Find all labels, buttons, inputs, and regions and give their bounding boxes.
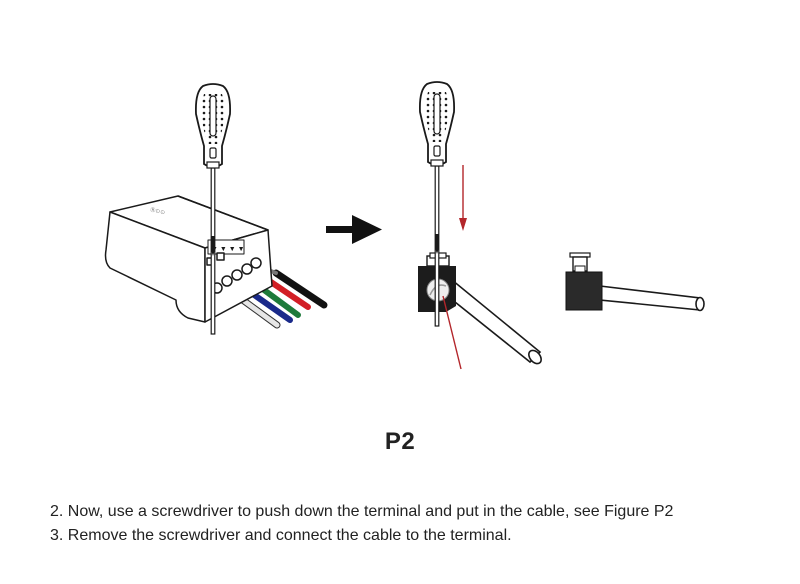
connected-terminal-scene [565, 252, 705, 312]
instruction-list: 2. Now, use a screwdriver to push down t… [50, 500, 673, 548]
wire-blue [247, 289, 293, 323]
pointer-line [442, 295, 462, 370]
figure-caption: P2 [384, 428, 416, 455]
cable-icon [599, 285, 705, 312]
down-arrow-icon [459, 165, 467, 231]
controller-scene: Ⓡ⊙⊙ ▼ ▼ ▼ ▼ [104, 83, 328, 335]
wire-black [272, 269, 328, 309]
terminal-block-icon [565, 252, 603, 311]
screwdriver-icon [418, 81, 456, 327]
push-terminal-scene [418, 81, 542, 370]
svg-text:▼ ▼ ▼ ▼: ▼ ▼ ▼ ▼ [211, 246, 245, 253]
controller-label: Ⓡ⊙⊙ [150, 206, 166, 216]
wire-red [265, 277, 311, 310]
instruction-illustration: Ⓡ⊙⊙ ▼ ▼ ▼ ▼ [104, 81, 705, 370]
wire-green [257, 284, 301, 318]
instruction-step: 3. Remove the screwdriver and connect th… [50, 527, 512, 544]
instruction-step: 2. Now, use a screwdriver to push down t… [50, 503, 674, 520]
screwdriver-icon [194, 83, 232, 335]
right-arrow-icon [326, 215, 382, 244]
